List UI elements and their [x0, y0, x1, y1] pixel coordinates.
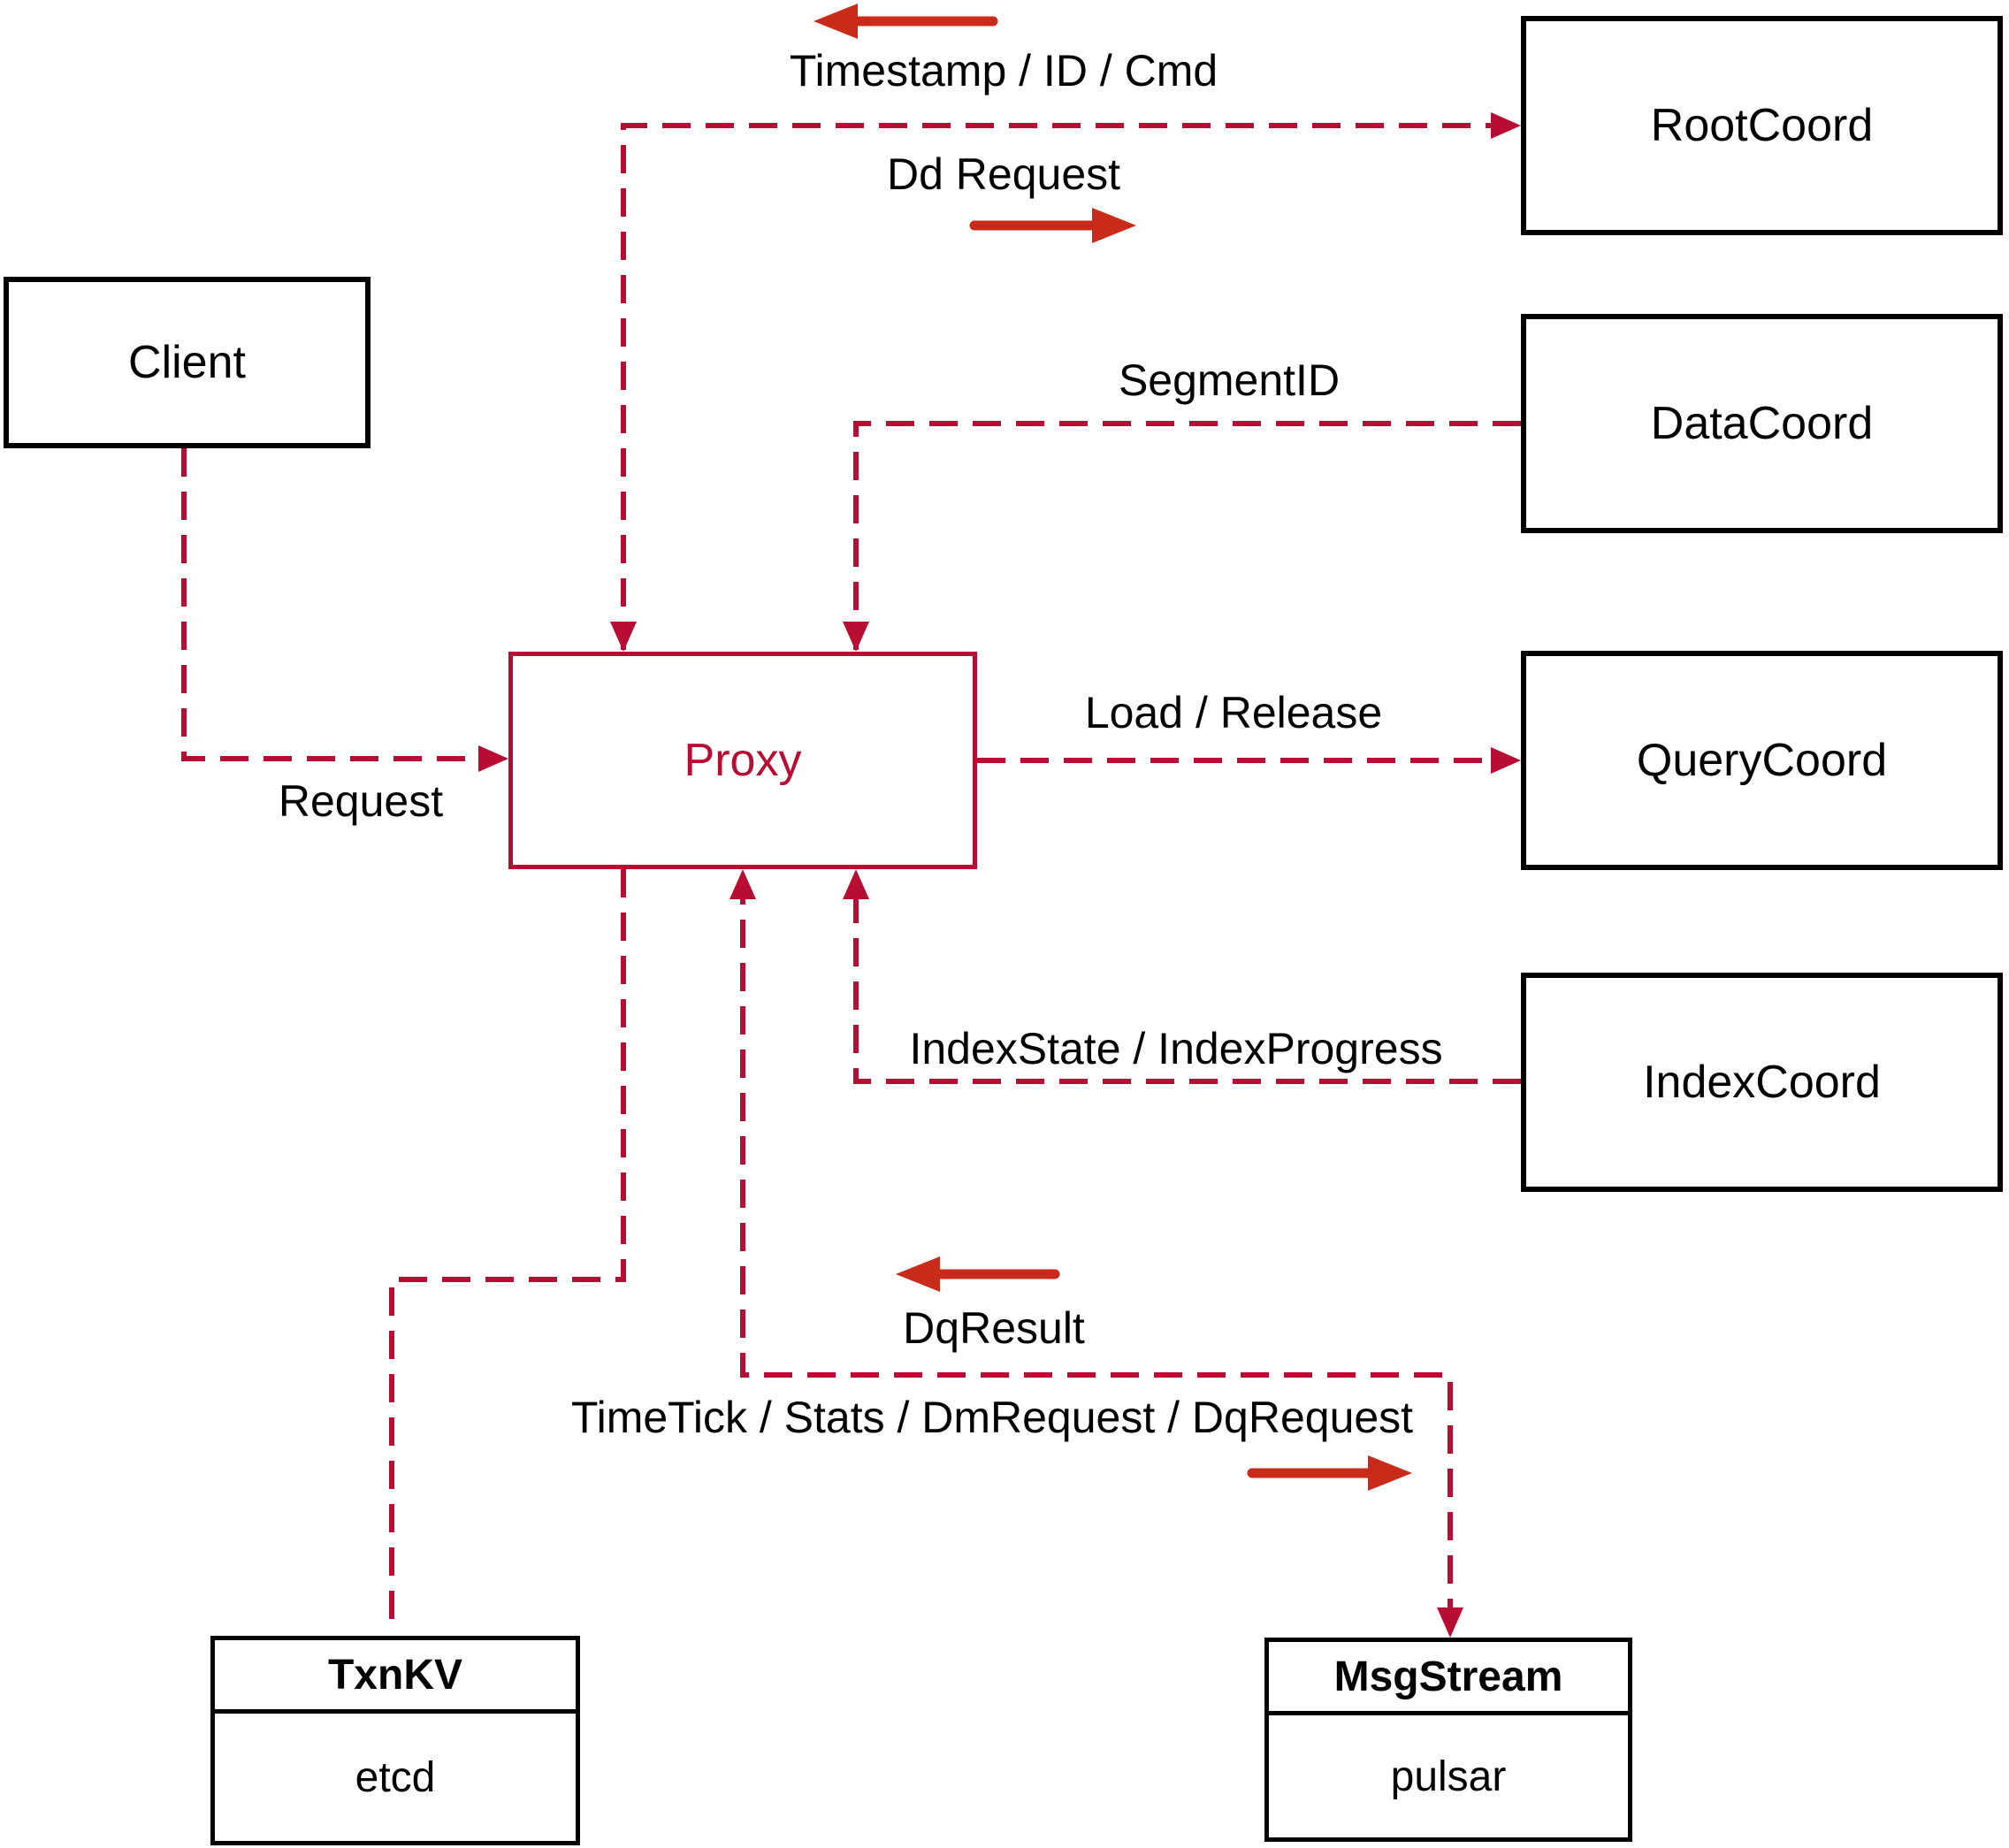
msgstream-impl: pulsar — [1390, 1753, 1507, 1800]
arrowhead-into-proxy-bottom-right-icon — [843, 869, 869, 899]
edge-proxy-txnkv — [389, 869, 626, 1633]
time-tick-edge-label: TimeTick / Stats / DmRequest / DqRequest — [570, 1393, 1414, 1442]
timestamp-edge-label: Timestamp / ID / Cmd — [789, 46, 1218, 95]
arrowhead-into-querycoord-icon — [1491, 747, 1521, 774]
dq-result-edge-label: DqResult — [903, 1303, 1085, 1353]
flow-left-arrow-dqresult-icon — [896, 1256, 1060, 1292]
client-label: Client — [128, 337, 246, 388]
txnkv-node: TxnKV etcd — [210, 1636, 580, 1845]
proxy-label: Proxy — [684, 735, 802, 786]
edge-client-proxy — [181, 448, 501, 761]
indexcoord-label: IndexCoord — [1643, 1057, 1881, 1108]
edge-datacoord-proxy — [853, 421, 1521, 650]
client-node: Client — [4, 277, 370, 448]
indexcoord-node: IndexCoord — [1521, 973, 2003, 1192]
proxy-node: Proxy — [508, 652, 977, 869]
request-edge-label: Request — [278, 776, 444, 826]
arrowhead-into-proxy-top-right-icon — [843, 622, 869, 652]
dd-request-edge-label: Dd Request — [886, 149, 1121, 199]
flow-left-arrow-timestamp-icon — [814, 4, 998, 39]
datacoord-node: DataCoord — [1521, 314, 2003, 533]
arrowhead-into-proxy-left-icon — [478, 745, 508, 772]
edge-proxy-msgstream — [740, 876, 1453, 1630]
txnkv-title: TxnKV — [215, 1640, 576, 1714]
rootcoord-label: RootCoord — [1650, 100, 1874, 151]
flow-right-arrow-dd-request-icon — [969, 208, 1136, 243]
index-state-edge-label: IndexState / IndexProgress — [909, 1024, 1443, 1073]
arrowhead-into-proxy-top-left-icon — [610, 622, 637, 652]
msgstream-node: MsgStream pulsar — [1264, 1638, 1632, 1842]
msgstream-title: MsgStream — [1269, 1642, 1628, 1715]
querycoord-node: QueryCoord — [1521, 651, 2003, 870]
flow-right-arrow-timetick-icon — [1247, 1455, 1412, 1491]
rootcoord-node: RootCoord — [1521, 16, 2003, 235]
txnkv-impl: etcd — [355, 1753, 436, 1801]
edge-indexcoord-proxy — [853, 876, 1521, 1084]
segment-id-edge-label: SegmentID — [1118, 355, 1341, 405]
arrowhead-into-proxy-bottom-left-icon — [730, 869, 756, 899]
arrowhead-into-rootcoord-icon — [1491, 112, 1521, 139]
arrowhead-into-msgstream-icon — [1437, 1607, 1463, 1638]
querycoord-label: QueryCoord — [1636, 735, 1888, 786]
datacoord-label: DataCoord — [1650, 398, 1874, 449]
load-release-edge-label: Load / Release — [1084, 688, 1383, 737]
edge-proxy-rootcoord — [621, 123, 1514, 650]
